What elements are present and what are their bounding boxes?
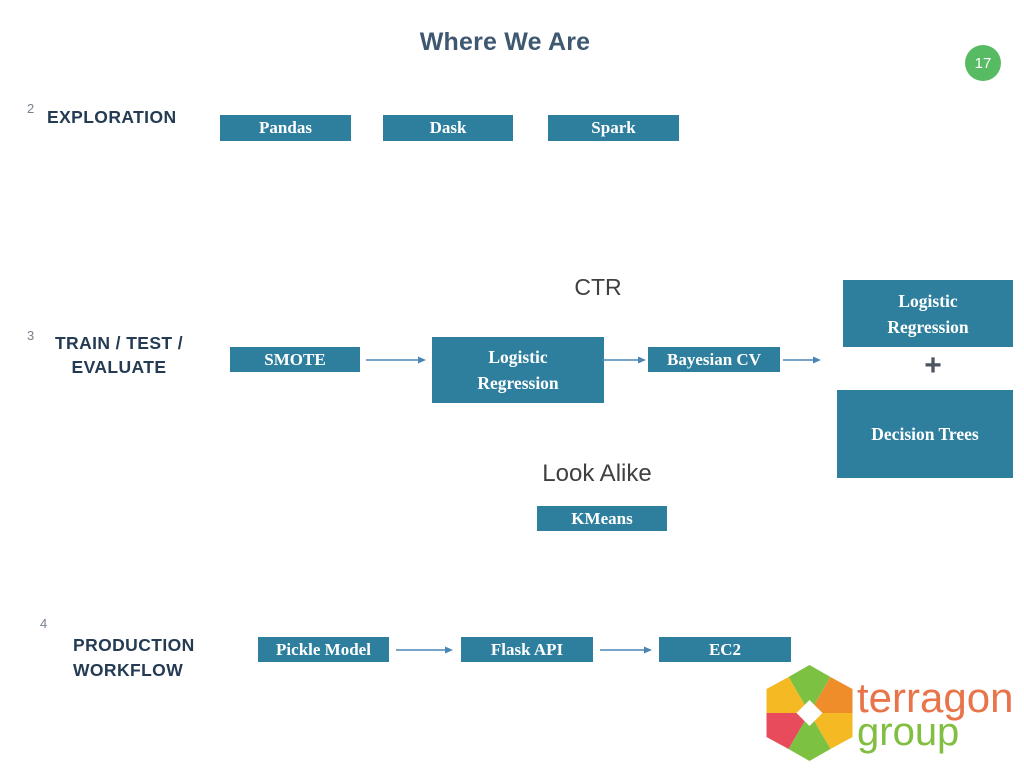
slide-title: Where We Are <box>419 28 591 56</box>
section-label-production-line1: PRODUCTION <box>73 635 195 655</box>
plus-label: + <box>924 349 942 382</box>
node-dask: Dask <box>383 115 513 141</box>
arrow-pickle-to-flask <box>396 646 453 654</box>
section-label-train-line1: TRAIN / TEST / <box>54 333 184 353</box>
section-label-production: PRODUCTION WORKFLOW <box>73 633 195 683</box>
node-logistic-regression-right: Logistic Regression <box>843 280 1013 347</box>
section-label-exploration: EXPLORATION <box>47 107 177 127</box>
node-pickle-model: Pickle Model <box>258 637 389 662</box>
page-number: 17 <box>974 54 992 72</box>
node-ec2: EC2 <box>659 637 791 662</box>
node-kmeans: KMeans <box>537 506 667 531</box>
terragon-logo-icon <box>766 665 853 761</box>
node-logistic-regression-right-line1: Logistic <box>898 290 958 311</box>
arrow-bayesian-to-models <box>783 356 821 364</box>
section-number-production: 4 <box>40 616 48 631</box>
page-number-badge: 17 <box>965 45 1001 81</box>
node-smote: SMOTE <box>230 347 360 372</box>
node-logistic-regression-mid: Logistic Regression <box>432 337 604 403</box>
section-number-train: 3 <box>27 328 35 343</box>
node-flask-api: Flask API <box>461 637 593 662</box>
node-logistic-regression-mid-line1: Logistic <box>488 347 548 367</box>
node-decision-trees: Decision Trees <box>837 390 1013 478</box>
arrow-smote-to-logistic <box>366 356 426 364</box>
section-label-train-line2: EVALUATE <box>71 357 167 377</box>
section-number-exploration: 2 <box>27 101 35 116</box>
section-label-train: TRAIN / TEST / EVALUATE <box>45 331 193 379</box>
node-logistic-regression-right-line2: Regression <box>887 316 969 337</box>
group-wordmark: group <box>857 710 960 754</box>
node-bayesian-cv: Bayesian CV <box>648 347 780 372</box>
section-label-production-line2: WORKFLOW <box>73 660 184 680</box>
terragon-wordmark: terragon <box>857 674 1014 721</box>
ctr-label: CTR <box>574 274 622 300</box>
node-logistic-regression-mid-line2: Regression <box>477 373 559 393</box>
arrow-flask-to-ec2 <box>600 646 652 654</box>
node-spark: Spark <box>548 115 679 141</box>
arrow-logistic-to-bayesian <box>602 356 646 364</box>
node-pandas: Pandas <box>220 115 351 141</box>
look-alike-label: Look Alike <box>542 460 652 487</box>
